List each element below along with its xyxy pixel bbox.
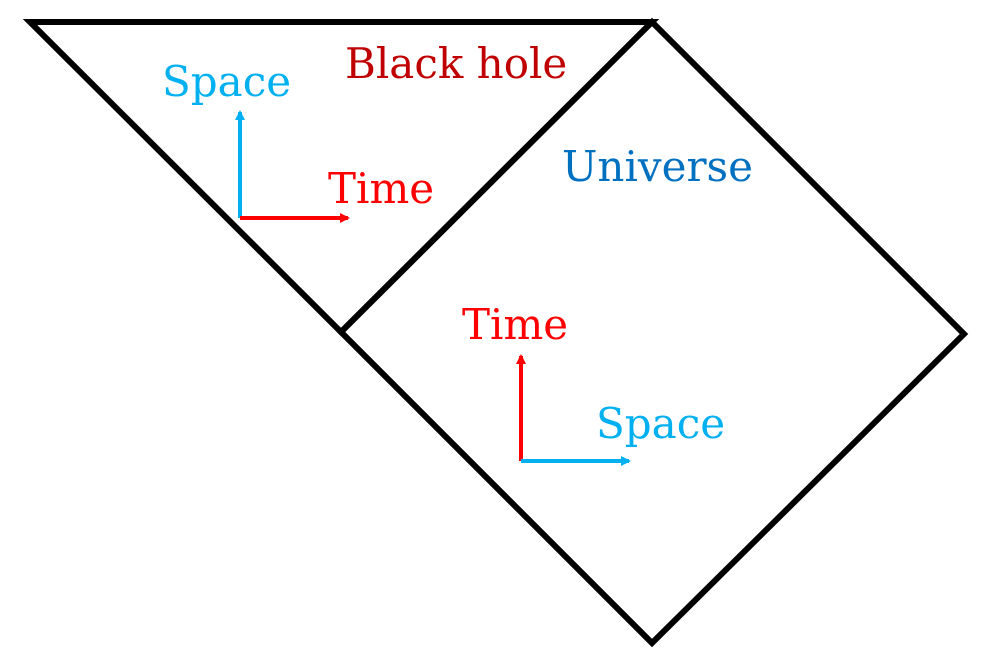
uni-space-label: Space xyxy=(596,399,725,448)
black-hole-label: Black hole xyxy=(345,39,567,88)
universe-region xyxy=(336,17,969,648)
uni-time-label: Time xyxy=(462,300,568,349)
universe-label: Universe xyxy=(562,142,753,191)
bh-space-label: Space xyxy=(162,57,291,106)
bh-time-label: Time xyxy=(328,164,434,213)
